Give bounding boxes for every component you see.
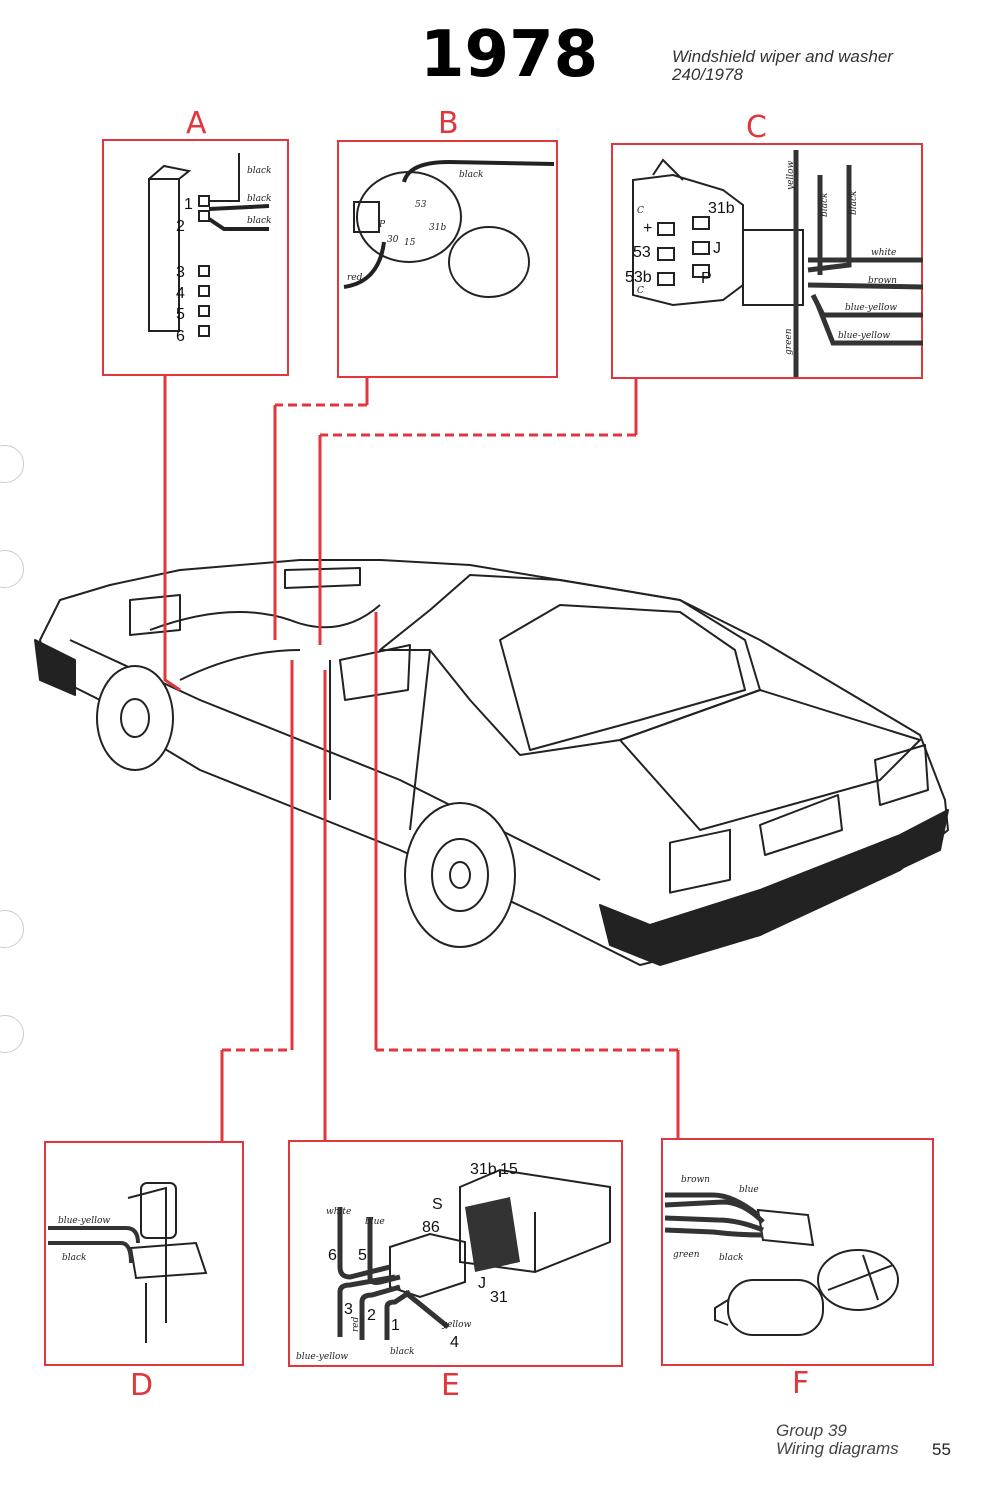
- wire-label: black: [849, 191, 859, 216]
- terminal-label: 53: [415, 200, 427, 210]
- terminal-label: J: [478, 1275, 486, 1292]
- wire-label: yellow: [441, 1320, 472, 1330]
- terminal-label: 53b: [625, 269, 652, 286]
- terminal-label: J: [713, 240, 721, 257]
- caption-title: Windshield wiper and washer: [672, 47, 893, 66]
- wire-label: blue-yellow: [296, 1352, 348, 1362]
- wire-label: blue: [365, 1217, 385, 1227]
- terminal-label: 5: [176, 306, 185, 323]
- wire-label: green: [784, 328, 794, 355]
- wire-label: black: [820, 193, 830, 218]
- wire-label: red: [347, 273, 363, 283]
- caption-model: 240/1978: [672, 65, 743, 84]
- terminal-label: 3: [176, 264, 185, 281]
- footer-group: Group 39: [776, 1421, 847, 1440]
- wire-label: green: [673, 1250, 700, 1260]
- terminal-label: 86: [422, 1219, 440, 1236]
- wire-label: black: [719, 1253, 744, 1263]
- terminal-label: 15: [500, 1161, 518, 1178]
- wire-label: black: [459, 170, 484, 180]
- connection-lines: [163, 375, 680, 1141]
- terminal-label: 2: [176, 218, 185, 235]
- wire-label: red: [351, 1316, 361, 1332]
- detail-box-e: white blue red yellow black blue-yellow …: [288, 1140, 623, 1367]
- switch-c-drawing: yellow black black white brown blue-yell…: [625, 150, 924, 377]
- wire-label: black: [247, 216, 272, 226]
- page-title: 1978: [420, 18, 599, 92]
- detail-box-c: yellow black black white brown blue-yell…: [611, 143, 924, 379]
- wire-label: black: [247, 166, 272, 176]
- terminal-label: 3: [344, 1301, 353, 1318]
- terminal-label: P: [701, 270, 712, 287]
- wire-label: white: [326, 1207, 351, 1217]
- terminal-label: 30: [387, 235, 399, 245]
- wire-label: blue-yellow: [845, 303, 897, 313]
- terminal-label: 31b: [429, 223, 446, 233]
- terminal-label: P: [378, 220, 386, 230]
- terminal-label: 4: [176, 285, 185, 302]
- detail-box-b: black red 53 31b 15 P 30: [337, 140, 558, 378]
- terminal-label: 31b: [708, 200, 735, 217]
- box-d-letter: D: [130, 1368, 154, 1403]
- diagram-caption: Windshield wiper and washer 240/1978: [672, 48, 893, 84]
- line-a: [163, 375, 181, 692]
- box-b-letter: B: [438, 106, 459, 141]
- wire-label: white: [871, 248, 896, 258]
- wire-label: yellow: [786, 160, 796, 191]
- box-f-letter: F: [792, 1366, 810, 1401]
- box-e-letter: E: [441, 1368, 460, 1403]
- car-illustration: [34, 559, 949, 966]
- terminal-label: 2: [367, 1307, 376, 1324]
- wire-label: black: [247, 194, 272, 204]
- terminal-label: 4: [450, 1334, 459, 1351]
- wire-label: brown: [681, 1175, 710, 1185]
- switch-b-drawing: black red 53 31b 15 P 30: [343, 159, 555, 298]
- wiper-motor-f-drawing: brown blue green black: [664, 1175, 899, 1336]
- terminal-label: 6: [176, 328, 185, 345]
- terminal-label: C: [637, 206, 644, 216]
- terminal-label: 53: [633, 244, 651, 261]
- wire-label: blue-yellow: [838, 331, 890, 341]
- footer: Group 39 Wiring diagrams: [776, 1422, 899, 1458]
- connector-a-drawing: black black black 1 2 3 4 5 6: [148, 153, 272, 345]
- box-a-letter: A: [186, 106, 207, 141]
- terminal-label: +: [643, 220, 652, 237]
- detail-box-f: brown blue green black: [661, 1138, 934, 1366]
- detail-box-d: blue-yellow black: [44, 1141, 244, 1366]
- page-number: 55: [932, 1440, 951, 1459]
- relay-e-drawing: white blue red yellow black blue-yellow …: [296, 1161, 611, 1362]
- terminal-label: 6: [328, 1247, 337, 1264]
- wire-label: blue: [739, 1185, 759, 1195]
- terminal-label: 5: [358, 1247, 367, 1264]
- wire-label: blue-yellow: [58, 1216, 110, 1226]
- footer-section: Wiring diagrams: [776, 1439, 899, 1458]
- terminal-label: 15: [404, 238, 416, 248]
- detail-box-a: black black black 1 2 3 4 5 6: [102, 139, 289, 376]
- wire-label: black: [390, 1347, 415, 1357]
- terminal-label: C: [637, 286, 644, 296]
- terminal-label: 31: [490, 1289, 508, 1306]
- washer-pump-d-drawing: blue-yellow black: [48, 1182, 208, 1343]
- terminal-label: 1: [184, 196, 193, 213]
- wire-label: brown: [868, 276, 897, 286]
- terminal-label: S: [432, 1196, 443, 1213]
- terminal-label: 1: [391, 1317, 400, 1334]
- terminal-label: 31b: [470, 1161, 497, 1178]
- box-c-letter: C: [746, 110, 767, 145]
- wire-label: black: [62, 1253, 87, 1263]
